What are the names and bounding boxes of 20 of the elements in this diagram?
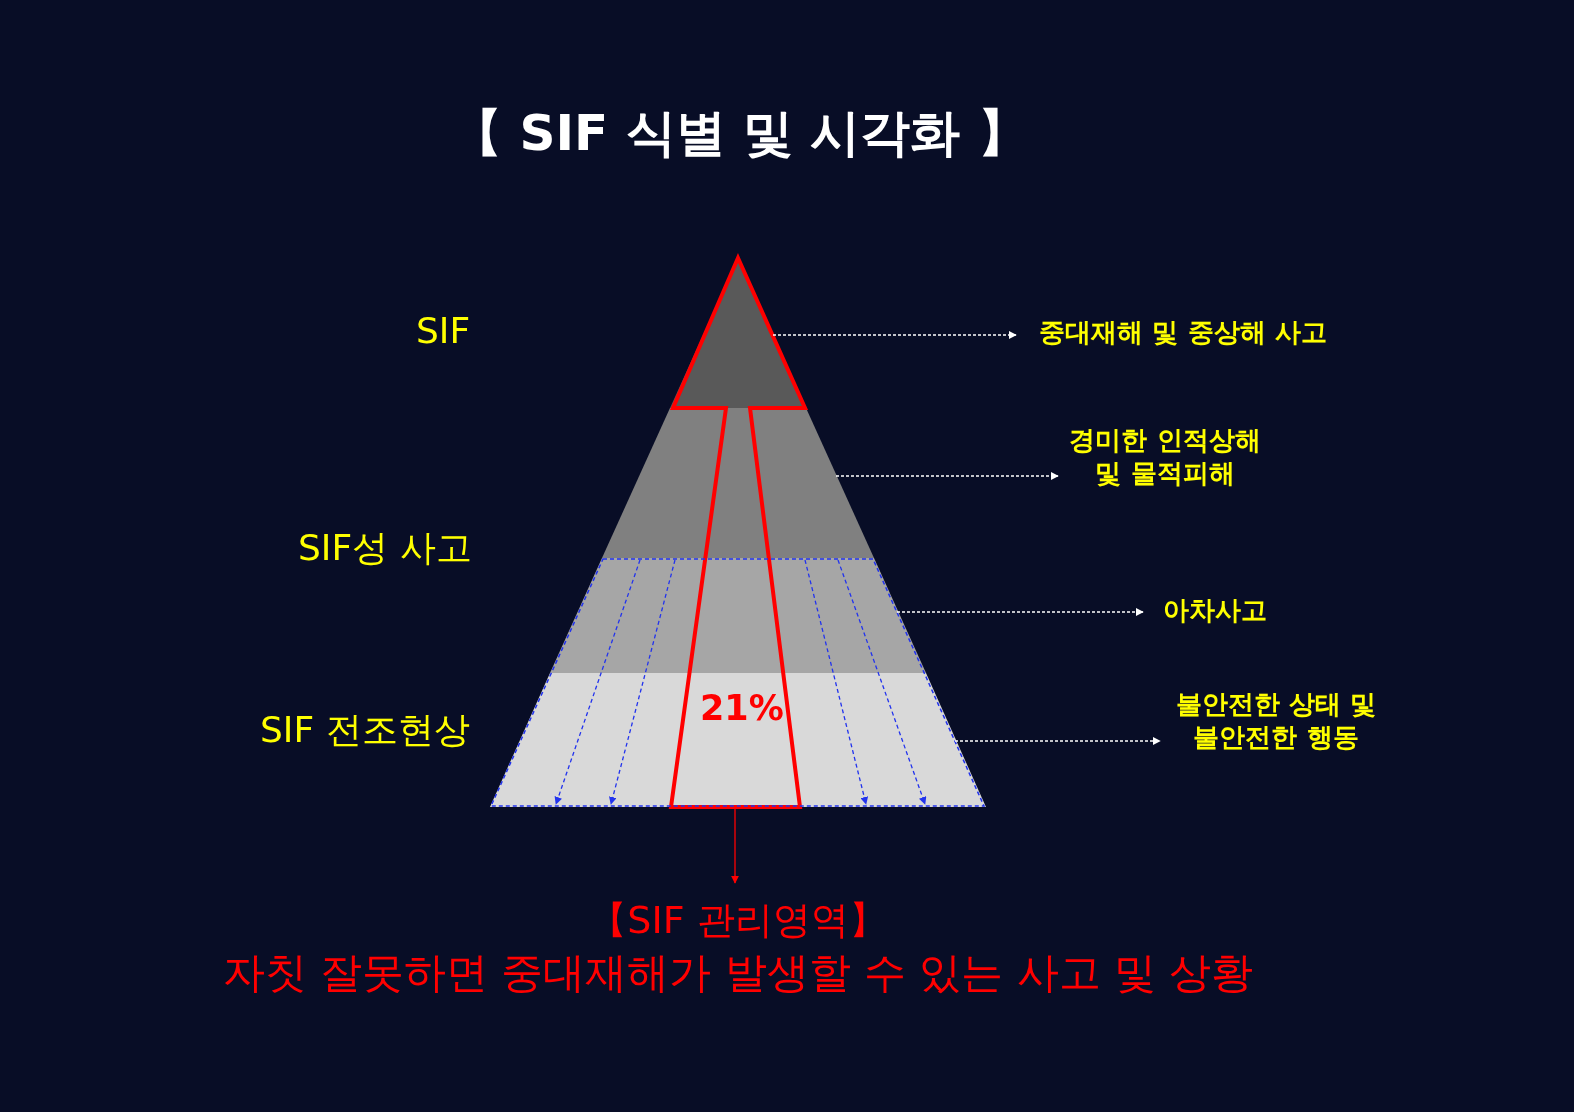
zone-heading: 【SIF 관리영역】 [588, 897, 888, 944]
tier-description: 경미한 인적상해 및 물적피해 [1060, 424, 1270, 524]
arrow [954, 737, 1161, 745]
percentage-label: 21% [700, 688, 784, 728]
tier-description: 불안전한 상태 및 불안전한 행동 [1162, 688, 1390, 758]
level-label: SIF 전조현상 [260, 708, 470, 752]
diagram-title: 【 SIF 식별 및 시각화 】 [451, 103, 1029, 164]
arrow [804, 559, 869, 805]
arrow [896, 608, 1144, 616]
tier-description: 아차사고 [1145, 594, 1285, 630]
arrow [835, 472, 1059, 480]
level-label: SIF [416, 310, 471, 351]
arrow [772, 331, 1017, 339]
zone-description: 자칫 잘못하면 중대재해가 발생할 수 있는 사고 및 상황 [221, 947, 1255, 999]
level-label: SIF성 사고 [298, 526, 472, 570]
arrow [731, 806, 739, 884]
arrow [554, 559, 641, 805]
arrow [609, 559, 676, 805]
arrow [837, 559, 927, 805]
tier-description: 중대재해 및 중상해 사고 [1018, 316, 1348, 356]
